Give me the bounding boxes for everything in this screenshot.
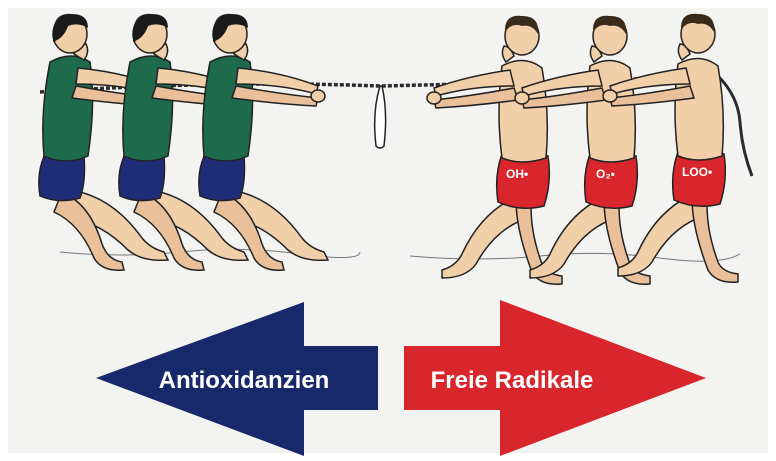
left-team (39, 14, 328, 270)
free-radicals-label: Freie Radikale (431, 367, 594, 394)
radical-badge-3: LOO• (682, 165, 712, 179)
right-puller-1 (427, 16, 562, 284)
right-team: OH• O₂• LOO• (427, 14, 738, 284)
radical-badge-2: O₂• (596, 167, 615, 181)
antioxidants-label: Antioxidanzien (159, 367, 330, 394)
radical-badge-1: OH• (506, 167, 528, 181)
knot-icon (375, 86, 386, 148)
